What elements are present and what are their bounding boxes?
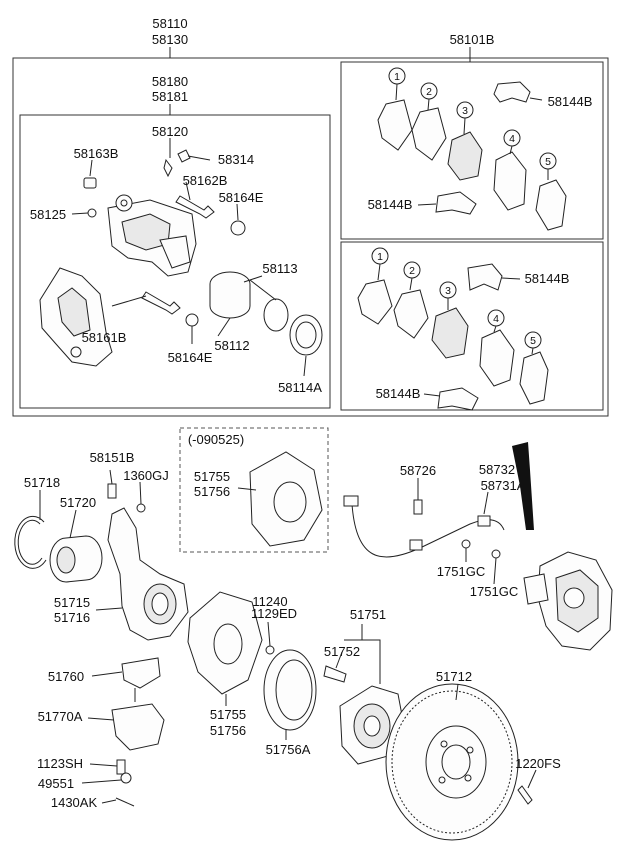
dust-shield-top-drawing [237,451,323,547]
label-caliper-body-1: 58180 [152,74,188,89]
label-58732: 58732 [479,462,515,477]
label-58112: 58112 [214,338,249,353]
label-caliper-assembly-1: 58110 [152,16,187,31]
label-58125: 58125 [30,207,66,222]
label-58113: 58113 [262,261,297,276]
label-58163B: 58163B [74,146,119,161]
label-51756-top: 51756 [194,484,230,499]
label-1751GC-b: 1751GC [470,584,518,599]
label-1360GJ: 1360GJ [123,468,169,483]
pad-num-3-lower: 3 [445,285,451,297]
guide-pin-bolts-drawing [83,149,215,315]
label-1123SH: 1123SH [37,756,83,771]
label-58726: 58726 [400,463,436,478]
pad-num-3-upper: 3 [462,105,468,117]
label-pad-kit: 58101B [450,32,495,47]
label-caliper-body-2: 58181 [152,89,188,104]
shield-date-frame [179,427,329,553]
dust-shield-bottom-drawing [187,591,275,706]
label-caliper-assembly-2: 58130 [152,32,188,47]
label-51755-bottom: 51755 [210,707,246,722]
label-51752: 51752 [324,644,360,659]
label-51718: 51718 [24,475,60,490]
pad-numbers-lower: 1 2 3 4 5 [371,247,542,397]
label-51756A: 51756A [266,742,311,757]
pad-num-2-upper: 2 [426,86,432,98]
label-58120: 58120 [152,124,188,139]
label-1129ED: 1129ED [251,606,297,621]
label-49551: 49551 [38,776,74,791]
label-51760: 51760 [48,669,84,684]
snap-ring-drawing [14,515,47,569]
pad-set-upper-drawing [377,81,567,231]
label-58164E-bottom: 58164E [168,350,213,365]
label-58161B: 58161B [82,330,127,345]
pad-num-1-lower: 1 [377,251,383,263]
lower-arm-joint-drawing [111,657,165,807]
label-1751GC-a: 1751GC [437,564,485,579]
pad-num-5-upper: 5 [545,156,551,168]
label-1430AK: 1430AK [51,795,98,810]
label-51770A: 51770A [38,709,83,724]
label-51755-top: 51755 [194,469,230,484]
label-58162B: 58162B [183,173,228,188]
label-51751: 51751 [350,607,386,622]
label-58144B-a: 58144B [548,94,593,109]
label-1220FS: 1220FS [515,756,561,771]
label-58151B: 58151B [90,450,135,465]
label-58144B-b: 58144B [368,197,413,212]
wheel-bearing-drawing [49,535,103,583]
label-11240: 11240 [252,594,287,609]
brake-disc-drawing [385,683,537,841]
caliper-housing-drawing [107,194,197,277]
knuckle-leader-lines [39,469,142,804]
label-51716: 51716 [54,610,90,625]
steering-knuckle-drawing [107,483,189,641]
pad-num-1-upper: 1 [394,71,400,83]
label-51712: 51712 [436,669,472,684]
label-58144B-d: 58144B [376,386,421,401]
dust-cover-ring-drawing [263,649,317,740]
pad-num-4-lower: 4 [493,313,499,325]
label-58731A: 58731A [481,478,526,493]
label-shield-date: (-090525) [188,432,244,447]
caliper-bracket-drawing [39,267,113,367]
label-51715: 51715 [54,595,90,610]
pad-set-lower-drawing [357,263,549,411]
label-58114A: 58114A [278,380,322,395]
label-58144B-c: 58144B [525,271,570,286]
pad-num-2-lower: 2 [409,265,415,277]
label-51720: 51720 [60,495,96,510]
label-58314: 58314 [218,152,254,167]
caliper-leader-lines [71,138,307,377]
pad-numbers-upper: 1 2 3 4 5 [388,67,557,206]
label-51756-bottom: 51756 [210,723,246,738]
pad-num-5-lower: 5 [530,335,536,347]
brake-hose-drawing [343,478,505,585]
piston-boot-drawing [185,220,323,356]
label-58164E-top: 58164E [219,190,264,205]
pad-num-4-upper: 4 [509,133,515,145]
complete-caliper-drawing [512,442,613,651]
